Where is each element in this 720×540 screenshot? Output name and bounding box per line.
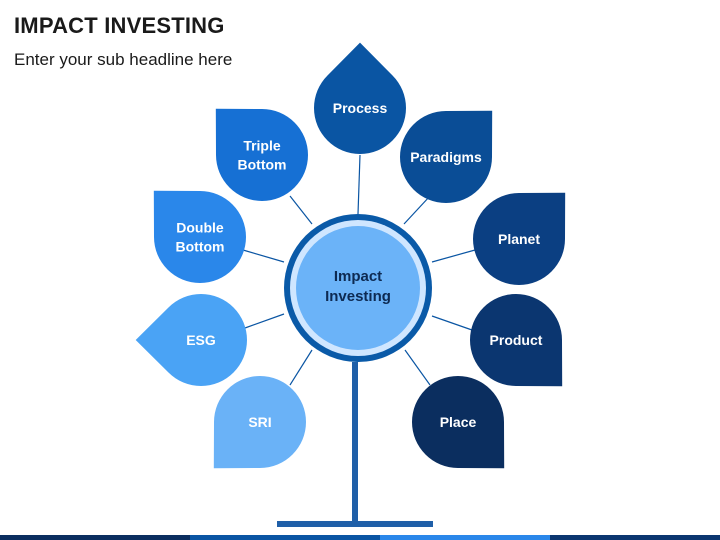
connector-paradigms <box>403 195 431 225</box>
petal-shape-planet <box>473 192 566 285</box>
petal-shape-process <box>314 42 407 155</box>
petal-label-product: Product <box>490 332 543 348</box>
petal-label-esg: ESG <box>186 332 216 348</box>
petal-label-process: Process <box>333 100 388 116</box>
petal-sri: SRI <box>213 376 306 469</box>
petal-shape-place <box>412 376 505 469</box>
connector-sri <box>289 349 313 386</box>
petal-shape-product <box>470 294 563 387</box>
connector-lines <box>242 154 476 386</box>
bottom-bar-segment <box>0 535 190 540</box>
petal-shape-double <box>153 190 246 283</box>
connector-product <box>431 315 473 331</box>
petal-shape-triple <box>215 108 308 201</box>
petal-shape-esg <box>135 294 247 386</box>
petal-planet: Planet <box>473 192 566 285</box>
connector-double <box>242 249 285 263</box>
petal-paradigms: Paradigms <box>400 110 493 203</box>
stem <box>277 362 433 527</box>
petal-label-double-line2: Bottom <box>176 239 225 255</box>
petal-label-place: Place <box>440 414 477 430</box>
connector-esg <box>244 313 285 329</box>
connector-triple <box>289 195 313 225</box>
center-label-line2: Investing <box>325 288 391 305</box>
bottom-bar-segment <box>380 535 550 540</box>
page-subtitle: Enter your sub headline here <box>14 50 233 69</box>
petal-process: Process <box>314 42 407 155</box>
center-hub: Impact Investing <box>284 214 432 362</box>
center-label-line1: Impact <box>334 268 382 285</box>
connector-planet <box>431 249 476 263</box>
connector-place <box>404 349 431 386</box>
petal-product: Product <box>470 294 563 387</box>
bottom-accent-bar <box>0 535 720 540</box>
petal-label-double-line1: Double <box>176 220 224 236</box>
bottom-bar-segment <box>190 535 380 540</box>
petal-shape-paradigms <box>400 110 493 203</box>
petal-label-triple-line1: Triple <box>243 138 281 154</box>
petal-label-paradigms: Paradigms <box>410 149 482 165</box>
stem-base <box>277 521 433 527</box>
petal-shape-sri <box>213 376 306 469</box>
petal-place: Place <box>412 376 505 469</box>
page-title: IMPACT INVESTING <box>14 13 225 38</box>
stem-pole <box>352 362 358 524</box>
petal-esg: ESG <box>135 294 247 386</box>
petal-label-sri: SRI <box>248 414 271 430</box>
petal-label-triple-line2: Bottom <box>238 157 287 173</box>
bottom-bar-segment <box>550 535 720 540</box>
center-fill <box>296 226 420 350</box>
connector-process <box>357 154 361 215</box>
petal-label-planet: Planet <box>498 231 540 247</box>
